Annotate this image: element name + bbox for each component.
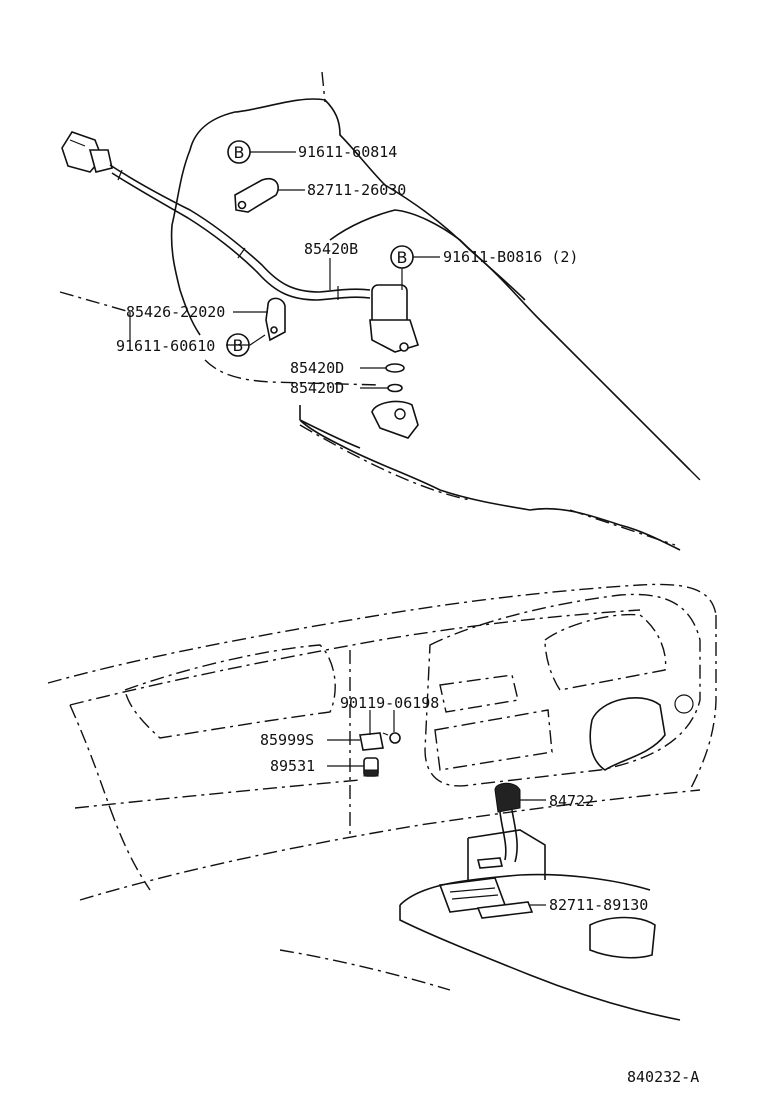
label-clamp-top: 82711-26030: [307, 181, 406, 199]
centerline-bottom: [299, 424, 471, 501]
centerline-mid: [204, 359, 381, 386]
cluster-left-vent: [439, 674, 519, 713]
label-bolt-left: 91611-60610: [116, 337, 215, 355]
screw-part: [382, 732, 401, 744]
bracket-part: [359, 722, 384, 751]
label-relay: 89531: [270, 757, 315, 775]
console-lid: [589, 916, 656, 959]
diagram-id: 840232-A: [627, 1068, 699, 1086]
dash-knob: [674, 694, 694, 714]
leader-screw: [369, 710, 395, 732]
cluster-hood: [424, 593, 701, 787]
centerline-right: [689, 469, 701, 481]
label-bracket: 85999S: [260, 731, 314, 749]
connector-plug: [61, 131, 113, 173]
relay-part: [363, 757, 379, 777]
label-bolt-right: 91611-B0816 (2): [443, 248, 578, 266]
clamp-top-part: [234, 177, 279, 213]
dash-bottom: [79, 789, 701, 901]
o-ring-2: [387, 383, 403, 393]
harness-wire-2: [111, 172, 371, 301]
sleeve-part: [371, 400, 419, 439]
dash-left-face: [69, 704, 151, 891]
glovebox: [124, 644, 336, 739]
svg-text:B: B: [234, 143, 245, 162]
o-ring-1: [385, 363, 405, 373]
centerline-top: [321, 71, 326, 103]
clamp-left-part: [265, 297, 286, 342]
label-oring-1: 85420D: [290, 359, 344, 377]
label-clamp-left: 85426-22020: [126, 303, 225, 321]
clip-part: [476, 901, 534, 919]
label-screw: 90119-06198: [340, 694, 439, 712]
upper-assembly: B B B 91611-60814 82711-26030 85420B 916…: [59, 71, 701, 551]
dash-lower-edge: [74, 779, 361, 809]
cluster-left-lower: [434, 709, 553, 771]
dash-right-side: [689, 615, 717, 791]
shift-line-2: [451, 894, 499, 900]
lower-assembly: 90119-06198 85999S 89531 84722 82711-891…: [47, 583, 717, 1021]
label-sensor-harness: 85420B: [304, 240, 358, 258]
switch-part: [494, 782, 521, 863]
wire-tape-1: [117, 169, 123, 181]
harness-wire: [109, 164, 371, 293]
dash-top-edge: [47, 583, 717, 684]
housing-step: [329, 209, 526, 301]
centerline-lower: [569, 509, 676, 546]
svg-text:B: B: [397, 248, 408, 267]
label-clip: 82711-89130: [549, 896, 648, 914]
label-bolt-top: 91611-60814: [298, 143, 397, 161]
bolt-marker-top: B: [227, 140, 251, 164]
speed-sensor: [369, 284, 420, 353]
console-top: [399, 873, 651, 906]
cluster-face: [544, 613, 667, 691]
clip-part-2: [476, 857, 504, 869]
label-switch: 84722: [549, 792, 594, 810]
leader-bolt-left: [226, 334, 266, 346]
steering-wheel: [589, 697, 666, 771]
console-side: [279, 949, 451, 991]
label-oring-2: 85420D: [290, 379, 344, 397]
housing-base: [299, 405, 361, 449]
wire-tape-2: [237, 247, 246, 259]
shift-line-1: [449, 887, 496, 893]
console-bracket: [467, 829, 546, 880]
centerline-left: [59, 291, 131, 313]
housing-inner: [299, 419, 681, 551]
console-front: [399, 905, 681, 1021]
dash-upper-line: [69, 609, 641, 706]
bolt-marker-right: B: [390, 245, 414, 269]
